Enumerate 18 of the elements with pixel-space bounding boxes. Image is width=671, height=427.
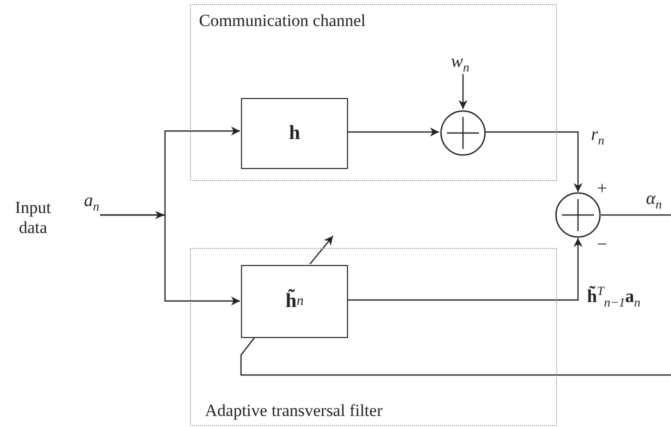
filter-block: h [241,98,348,169]
group-title: Communication channel [199,11,366,31]
input-label: Input data [14,198,52,238]
signal-label: a$_{n}$ [84,190,100,214]
signal-label: w$_{n}$ [451,51,477,75]
connector-arrow [347,238,582,301]
connector-arrow [458,74,468,109]
connector-arrow [310,236,334,264]
connector-arrow [100,214,240,306]
connector-arrow [485,131,582,192]
group-title: Adaptive transversal filter [205,401,382,421]
output-signal-label: α$_{n}$ [645,188,663,212]
signal-label: + [597,178,608,199]
dashed-group-box [190,4,557,181]
summing-junction [440,110,486,156]
connector-arrow [347,128,439,136]
signal-label: − [597,234,608,255]
dashed-group-box [190,248,557,426]
